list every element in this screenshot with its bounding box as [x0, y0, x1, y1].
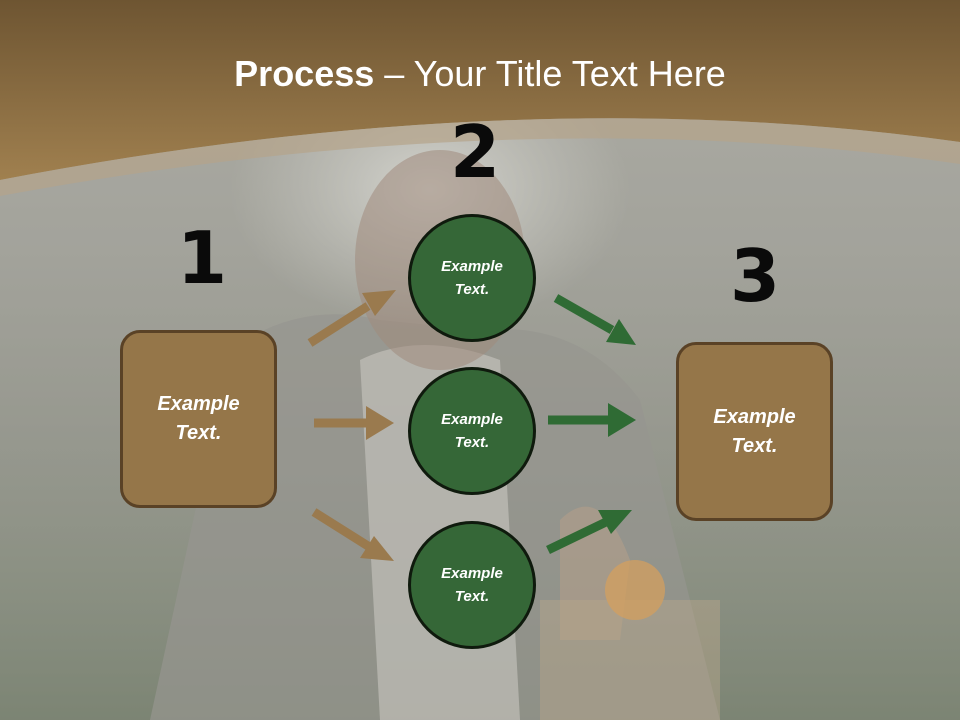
step-number-2: 2 [450, 110, 501, 194]
arrow-circle-mid-to-box3 [548, 403, 636, 437]
arrow-circle-bottom-to-box3 [546, 510, 632, 555]
middle-node-middle-label: Example Text. [441, 411, 503, 451]
step-1-box: Example Text. [120, 330, 277, 508]
slide-title: Process – Your Title Text Here [0, 52, 960, 96]
step-3-label: Example Text. [713, 405, 796, 457]
arrow-box1-to-circle-top [307, 290, 396, 347]
middle-node-top: Example Text. [408, 214, 536, 342]
title-rest: – Your Title Text Here [374, 53, 726, 94]
arrow-box1-to-circle-mid [314, 406, 394, 440]
middle-node-bottom: Example Text. [408, 521, 536, 649]
arrow-box1-to-circle-bottom [311, 508, 394, 561]
header-band [0, 0, 960, 196]
step-1-label: Example Text. [157, 393, 240, 444]
title-bold: Process [234, 53, 375, 94]
step-number-3: 3 [730, 234, 781, 318]
step-3-box: Example Text. [676, 342, 833, 521]
middle-node-bottom-label: Example Text. [441, 565, 503, 605]
step-number-1: 1 [177, 216, 228, 300]
arrow-circle-top-to-box3 [553, 294, 636, 345]
middle-node-middle: Example Text. [408, 367, 536, 495]
middle-node-top-label: Example Text. [441, 258, 503, 298]
